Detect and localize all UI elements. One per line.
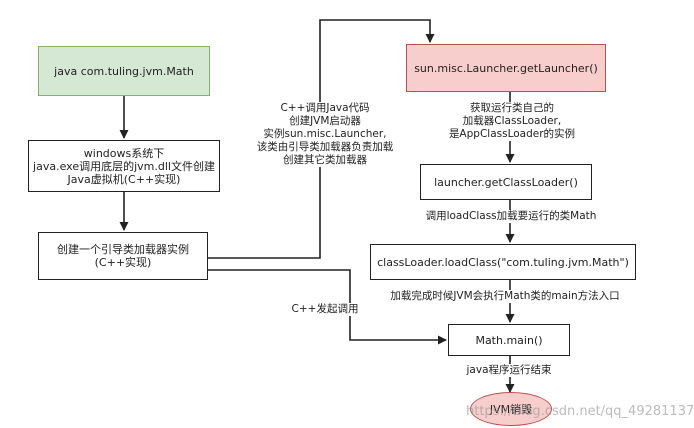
label-java-end: java程序运行结束 (458, 364, 560, 377)
arrow-bootstrap-to-launcher (208, 19, 435, 259)
windows-jvm-create-box: windows系统下 java.exe调用底层的jvm.dll文件创建 Java… (28, 140, 220, 192)
java-command-box: java com.tuling.jvm.Math (38, 46, 210, 96)
jvm-destroy-ellipse: JVM销毁 (470, 392, 552, 426)
bootstrap-loader-box: 创建一个引导类加载器实例 (C++实现) (38, 232, 208, 280)
get-classloader-box: launcher.getClassLoader() (420, 164, 592, 200)
load-class-box: classLoader.loadClass("com.tuling.jvm.Ma… (370, 244, 636, 280)
label-cpp-call: C++发起调用 (286, 303, 364, 316)
label-after-load: 加载完成时候JVM会执行Math类的main方法入口 (380, 290, 630, 303)
label-call-loadclass: 调用loadClass加载要运行的类Math (418, 210, 604, 223)
math-main-box: Math.main() (448, 324, 570, 356)
label-get-own-loader: 获取运行类自己的 加载器ClassLoader, 是AppClassLoader… (428, 102, 596, 141)
label-cpp-calls-java: C++调用Java代码 创建JVM启动器 实例sun.misc.Launcher… (246, 102, 404, 167)
launcher-box: sun.misc.Launcher.getLauncher() (406, 44, 606, 92)
